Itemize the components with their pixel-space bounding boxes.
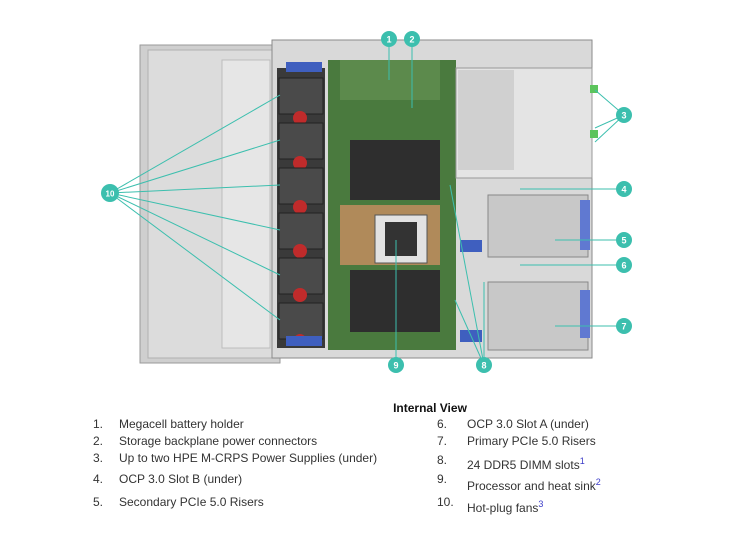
figure-caption: Internal View [393, 401, 467, 415]
legend-item-label: 24 DDR5 DIMM slots [467, 458, 580, 472]
legend-item-text: Storage backplane power connectors [119, 434, 318, 448]
callout-3: 3 [616, 107, 632, 123]
callout-2-label: 2 [409, 35, 414, 45]
callout-5: 5 [616, 232, 632, 248]
legend-item-number: 10. [437, 495, 454, 509]
legend-item-text: OCP 3.0 Slot B (under) [119, 472, 243, 486]
callout-1: 1 [381, 31, 397, 47]
callout-6-label: 6 [621, 261, 626, 271]
legend-item-number: 2. [93, 434, 104, 448]
footnote-link[interactable]: 3 [538, 499, 544, 509]
legend-item-number: 7. [437, 434, 448, 448]
callout-3-label: 3 [621, 111, 626, 121]
legend-item-number: 6. [437, 417, 448, 431]
callout-2: 2 [404, 31, 420, 47]
rear-section [455, 67, 598, 351]
callout-1-label: 1 [386, 35, 391, 45]
legend-item-number: 8. [437, 453, 448, 467]
legend-item-number: 5. [93, 495, 104, 509]
callout-10: 10 [101, 184, 119, 202]
leader-lines [109, 40, 625, 366]
legend-item-text: Secondary PCIe 5.0 Risers [119, 495, 264, 509]
fan-bay [277, 62, 325, 348]
legend-item-label: Hot-plug fans [467, 501, 539, 515]
server-internal-view-diagram: 1 2 3 4 5 6 7 8 9 10 [101, 31, 632, 373]
legend-item-number: 3. [93, 451, 104, 465]
legend-item-number: 9. [437, 472, 448, 486]
footnote-link[interactable]: 2 [595, 477, 601, 487]
processor-heatsink [340, 205, 440, 265]
callout-6: 6 [616, 257, 632, 273]
footnote-link[interactable]: 1 [579, 456, 585, 466]
callout-8: 8 [476, 357, 492, 373]
legend-item-text: Primary PCIe 5.0 Risers [467, 434, 596, 448]
legend-item-text: 24 DDR5 DIMM slots1 [467, 456, 585, 472]
legend-item-text: Hot-plug fans3 [467, 499, 543, 515]
legend-item-number: 1. [93, 417, 104, 431]
drive-cage [139, 44, 281, 364]
callout-4: 4 [616, 181, 632, 197]
legend-item-text: Megacell battery holder [119, 417, 244, 431]
legend-item-text: OCP 3.0 Slot A (under) [467, 417, 589, 431]
legend-item-number: 4. [93, 472, 104, 486]
callout-4-label: 4 [621, 185, 626, 195]
callout-8-label: 8 [481, 361, 486, 371]
legend-item-text: Processor and heat sink2 [467, 477, 601, 493]
callout-10-label: 10 [106, 190, 115, 199]
callout-9: 9 [388, 357, 404, 373]
callout-7: 7 [616, 318, 632, 334]
callout-7-label: 7 [621, 322, 626, 332]
callout-9-label: 9 [393, 361, 398, 371]
legend-item-text: Up to two HPE M-CRPS Power Supplies (und… [119, 451, 378, 465]
callout-5-label: 5 [621, 236, 626, 246]
legend-item-label: Processor and heat sink [467, 479, 596, 493]
dimm-banks [340, 60, 440, 332]
